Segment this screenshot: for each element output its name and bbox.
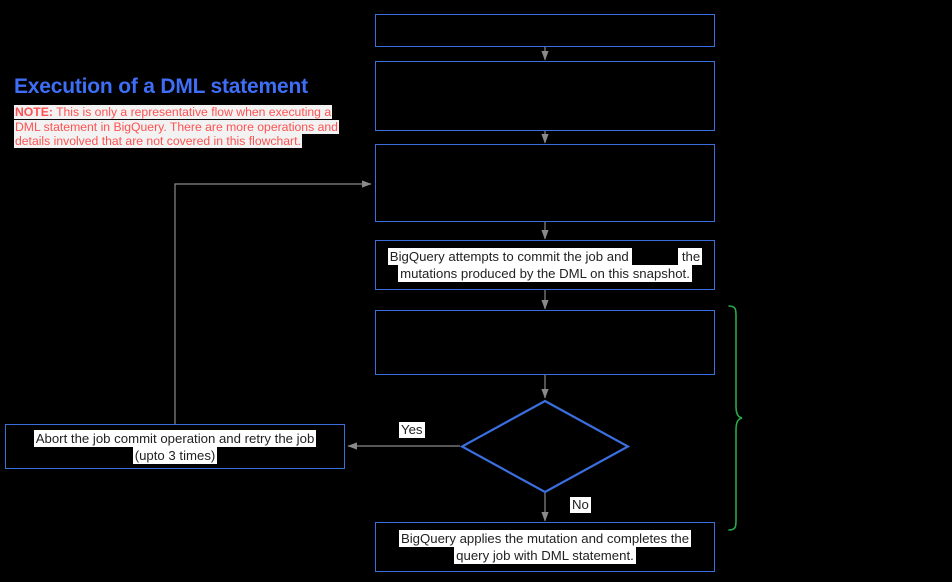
note-text: NOTE: This is only a representative flow… [14, 105, 344, 149]
abort-retry-node[interactable]: Abort the job commit operation and retry… [5, 424, 345, 469]
edge-n7-n3-retry [174, 180, 372, 424]
apply-mutation-line1: BigQuery applies the mutation and comple… [398, 530, 692, 547]
page-title: Execution of a DML statement [14, 75, 308, 98]
title-block: Execution of a DML statement NOTE: This … [14, 74, 344, 149]
decision-node[interactable] [459, 399, 631, 494]
abort-retry-line1: Abort the job commit operation and retry… [33, 429, 317, 447]
commit-line1-part-b: the [678, 249, 701, 264]
apply-mutation-line2: query job with DML statement. [454, 547, 636, 564]
edge-label-yes: Yes [399, 422, 425, 438]
commit-hidden-word: applies [632, 248, 679, 265]
process-node-3[interactable] [375, 144, 715, 222]
process-node-commit[interactable]: BigQuery attempts to commit the job and … [375, 240, 715, 290]
apply-mutation-label: BigQuery applies the mutation and comple… [398, 530, 692, 564]
commit-line1-part-a: BigQuery attempts to commit the job and [389, 249, 633, 264]
process-node-commit-label: BigQuery attempts to commit the job and … [387, 248, 703, 282]
decision-diamond-shape [459, 399, 631, 494]
process-node-2[interactable] [375, 61, 715, 131]
abort-retry-line2: (upto 3 times) [132, 446, 218, 464]
process-node-5[interactable] [375, 310, 715, 375]
commit-line2: mutations produced by the DML on this sn… [398, 265, 692, 282]
edge-label-no: No [570, 497, 591, 513]
apply-mutation-node[interactable]: BigQuery applies the mutation and comple… [375, 522, 715, 572]
note-label: NOTE: [15, 105, 53, 119]
process-node-1[interactable] [375, 14, 715, 47]
abort-retry-label: Abort the job commit operation and retry… [33, 429, 317, 464]
note-body: This is only a representative flow when … [15, 105, 338, 149]
scope-brace [728, 305, 743, 531]
